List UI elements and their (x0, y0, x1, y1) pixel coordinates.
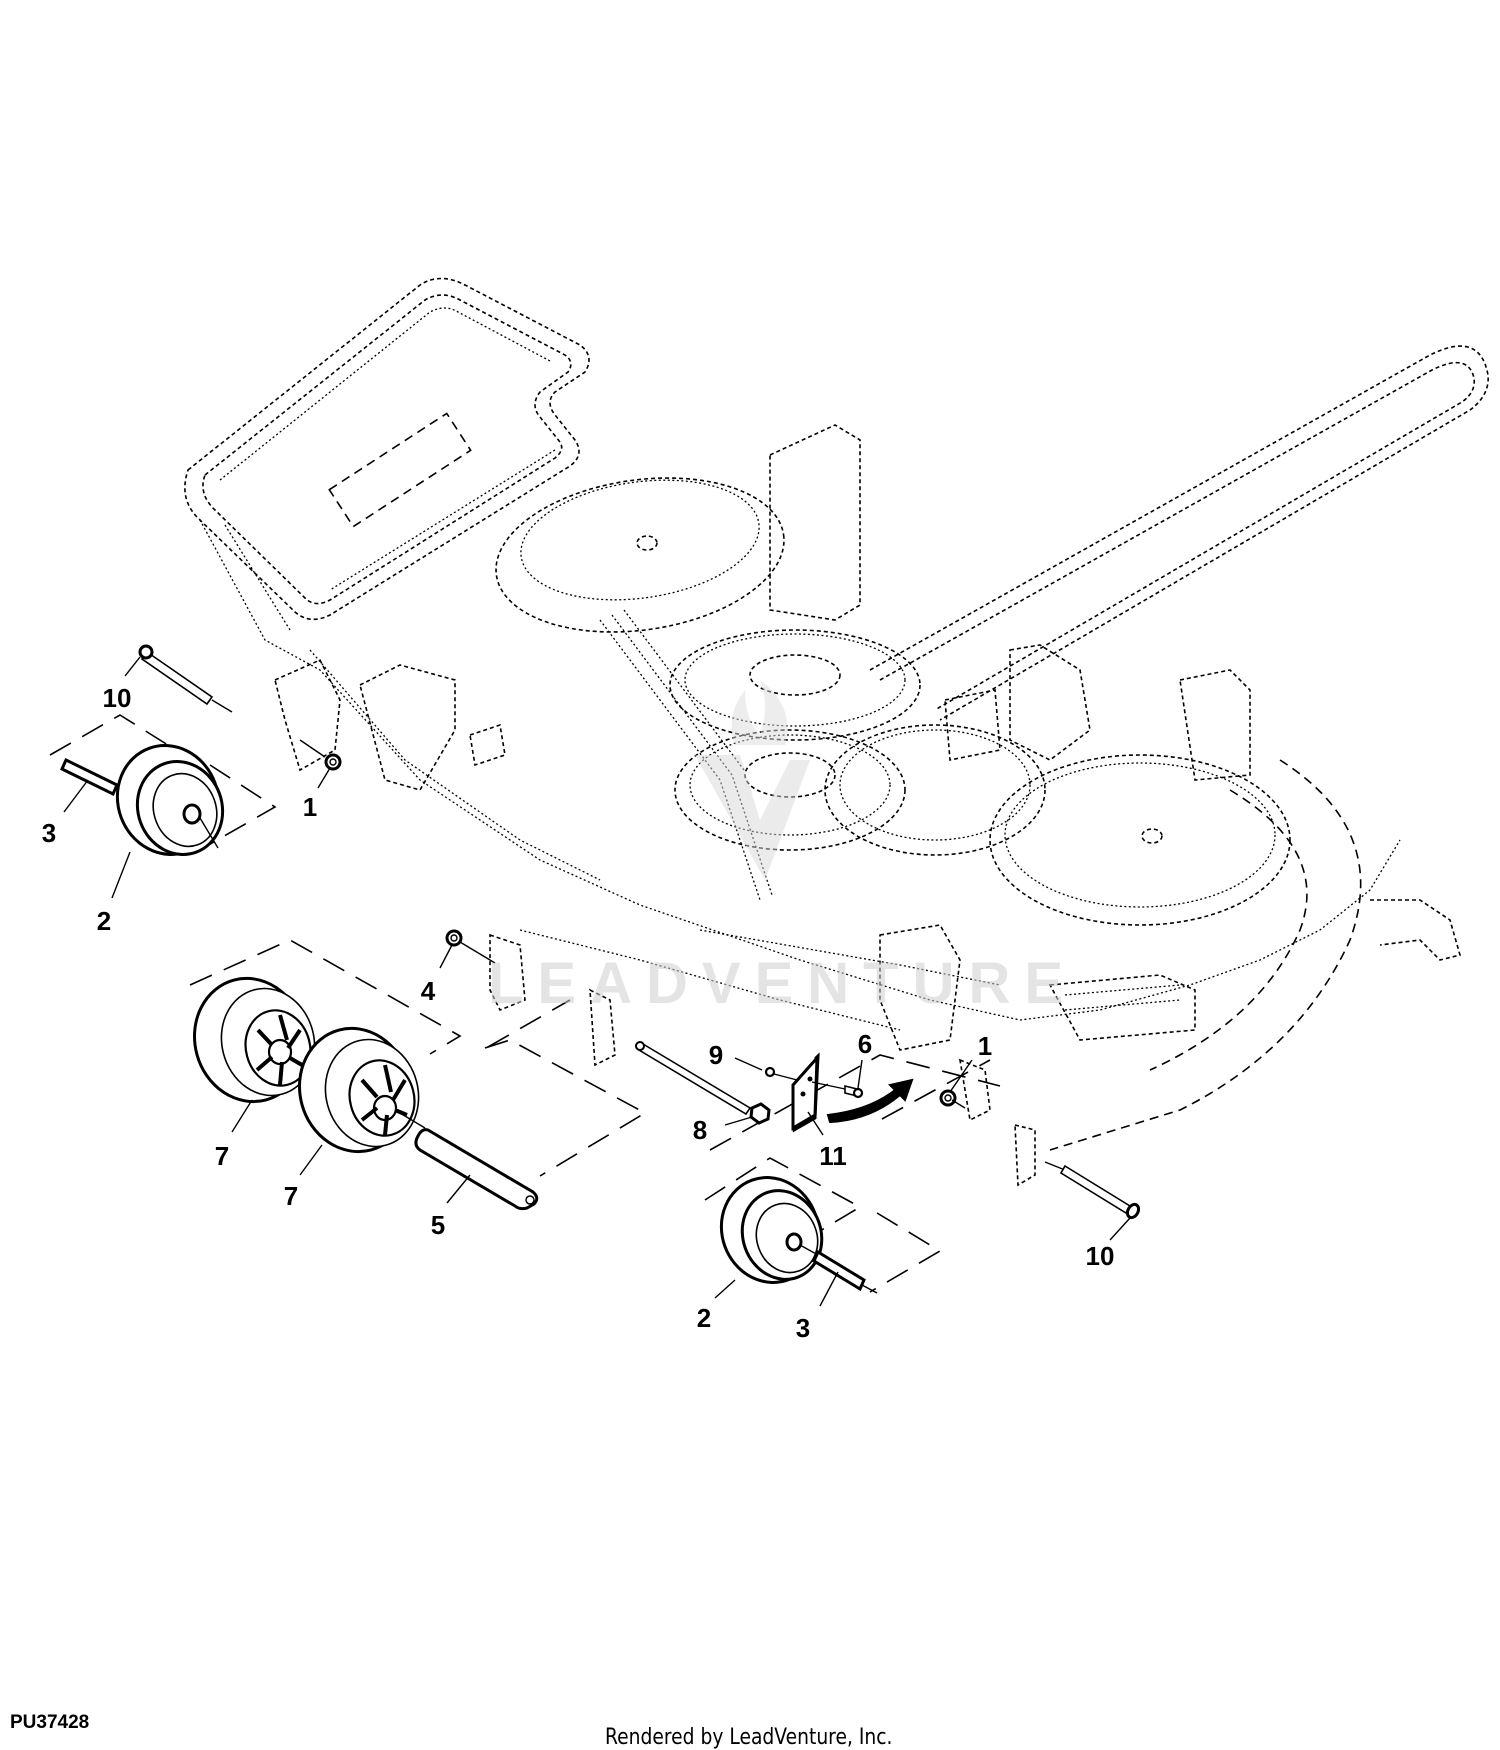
direction-arrow-icon (826, 1078, 914, 1124)
callout-7-back[interactable]: 7 (214, 1141, 230, 1171)
callout-10-left[interactable]: 10 (102, 683, 132, 713)
callout-6[interactable]: 6 (857, 1029, 873, 1059)
render-credit: Rendered by LeadVenture, Inc. (605, 1725, 893, 1750)
part-4-nut[interactable] (445, 929, 496, 964)
mower-deck-outline (184, 277, 1489, 1187)
watermark-text: LEADVENTURE (488, 951, 1078, 1016)
part-3-axle-right[interactable] (812, 1249, 878, 1307)
part-7-roller-wheel-1[interactable] (181, 966, 327, 1114)
part-7-roller-wheel-2[interactable] (286, 1016, 431, 1164)
callout-10-right[interactable]: 10 (1085, 1241, 1115, 1271)
callout-2-right[interactable]: 2 (696, 1303, 712, 1333)
part-9-nut[interactable] (734, 1057, 798, 1081)
leadventure-logo-icon (695, 680, 810, 880)
callout-11[interactable]: 11 (819, 1141, 847, 1171)
part-2-gauge-wheel-right[interactable] (707, 1164, 834, 1299)
callout-leaders (63, 656, 471, 1204)
part-10-bolt-right[interactable] (1044, 1161, 1141, 1241)
callout-9[interactable]: 9 (708, 1040, 724, 1070)
part-6-screw[interactable] (811, 1059, 864, 1099)
callout-4[interactable]: 4 (420, 976, 436, 1006)
callout-1-left[interactable]: 1 (302, 792, 318, 822)
part-5-roller-shaft[interactable] (414, 1128, 539, 1211)
callout-8[interactable]: 8 (692, 1115, 708, 1145)
part-1-nut-right[interactable] (939, 1059, 973, 1109)
callout-7-front[interactable]: 7 (283, 1181, 299, 1211)
part-1-nut-left[interactable] (299, 739, 342, 771)
part-11-plate[interactable] (791, 1052, 824, 1136)
callout-3-left[interactable]: 3 (41, 818, 57, 848)
part-2-gauge-wheel-left[interactable] (102, 731, 235, 869)
callout-3-right[interactable]: 3 (795, 1313, 811, 1343)
part-10-bolt-left[interactable] (138, 644, 233, 713)
callout-2-left[interactable]: 2 (96, 906, 112, 936)
figure-id: PU37428 (10, 1712, 90, 1733)
part-8-bolt[interactable] (635, 1041, 771, 1126)
callout-5[interactable]: 5 (430, 1210, 446, 1240)
callout-1-right[interactable]: 1 (977, 1031, 993, 1061)
